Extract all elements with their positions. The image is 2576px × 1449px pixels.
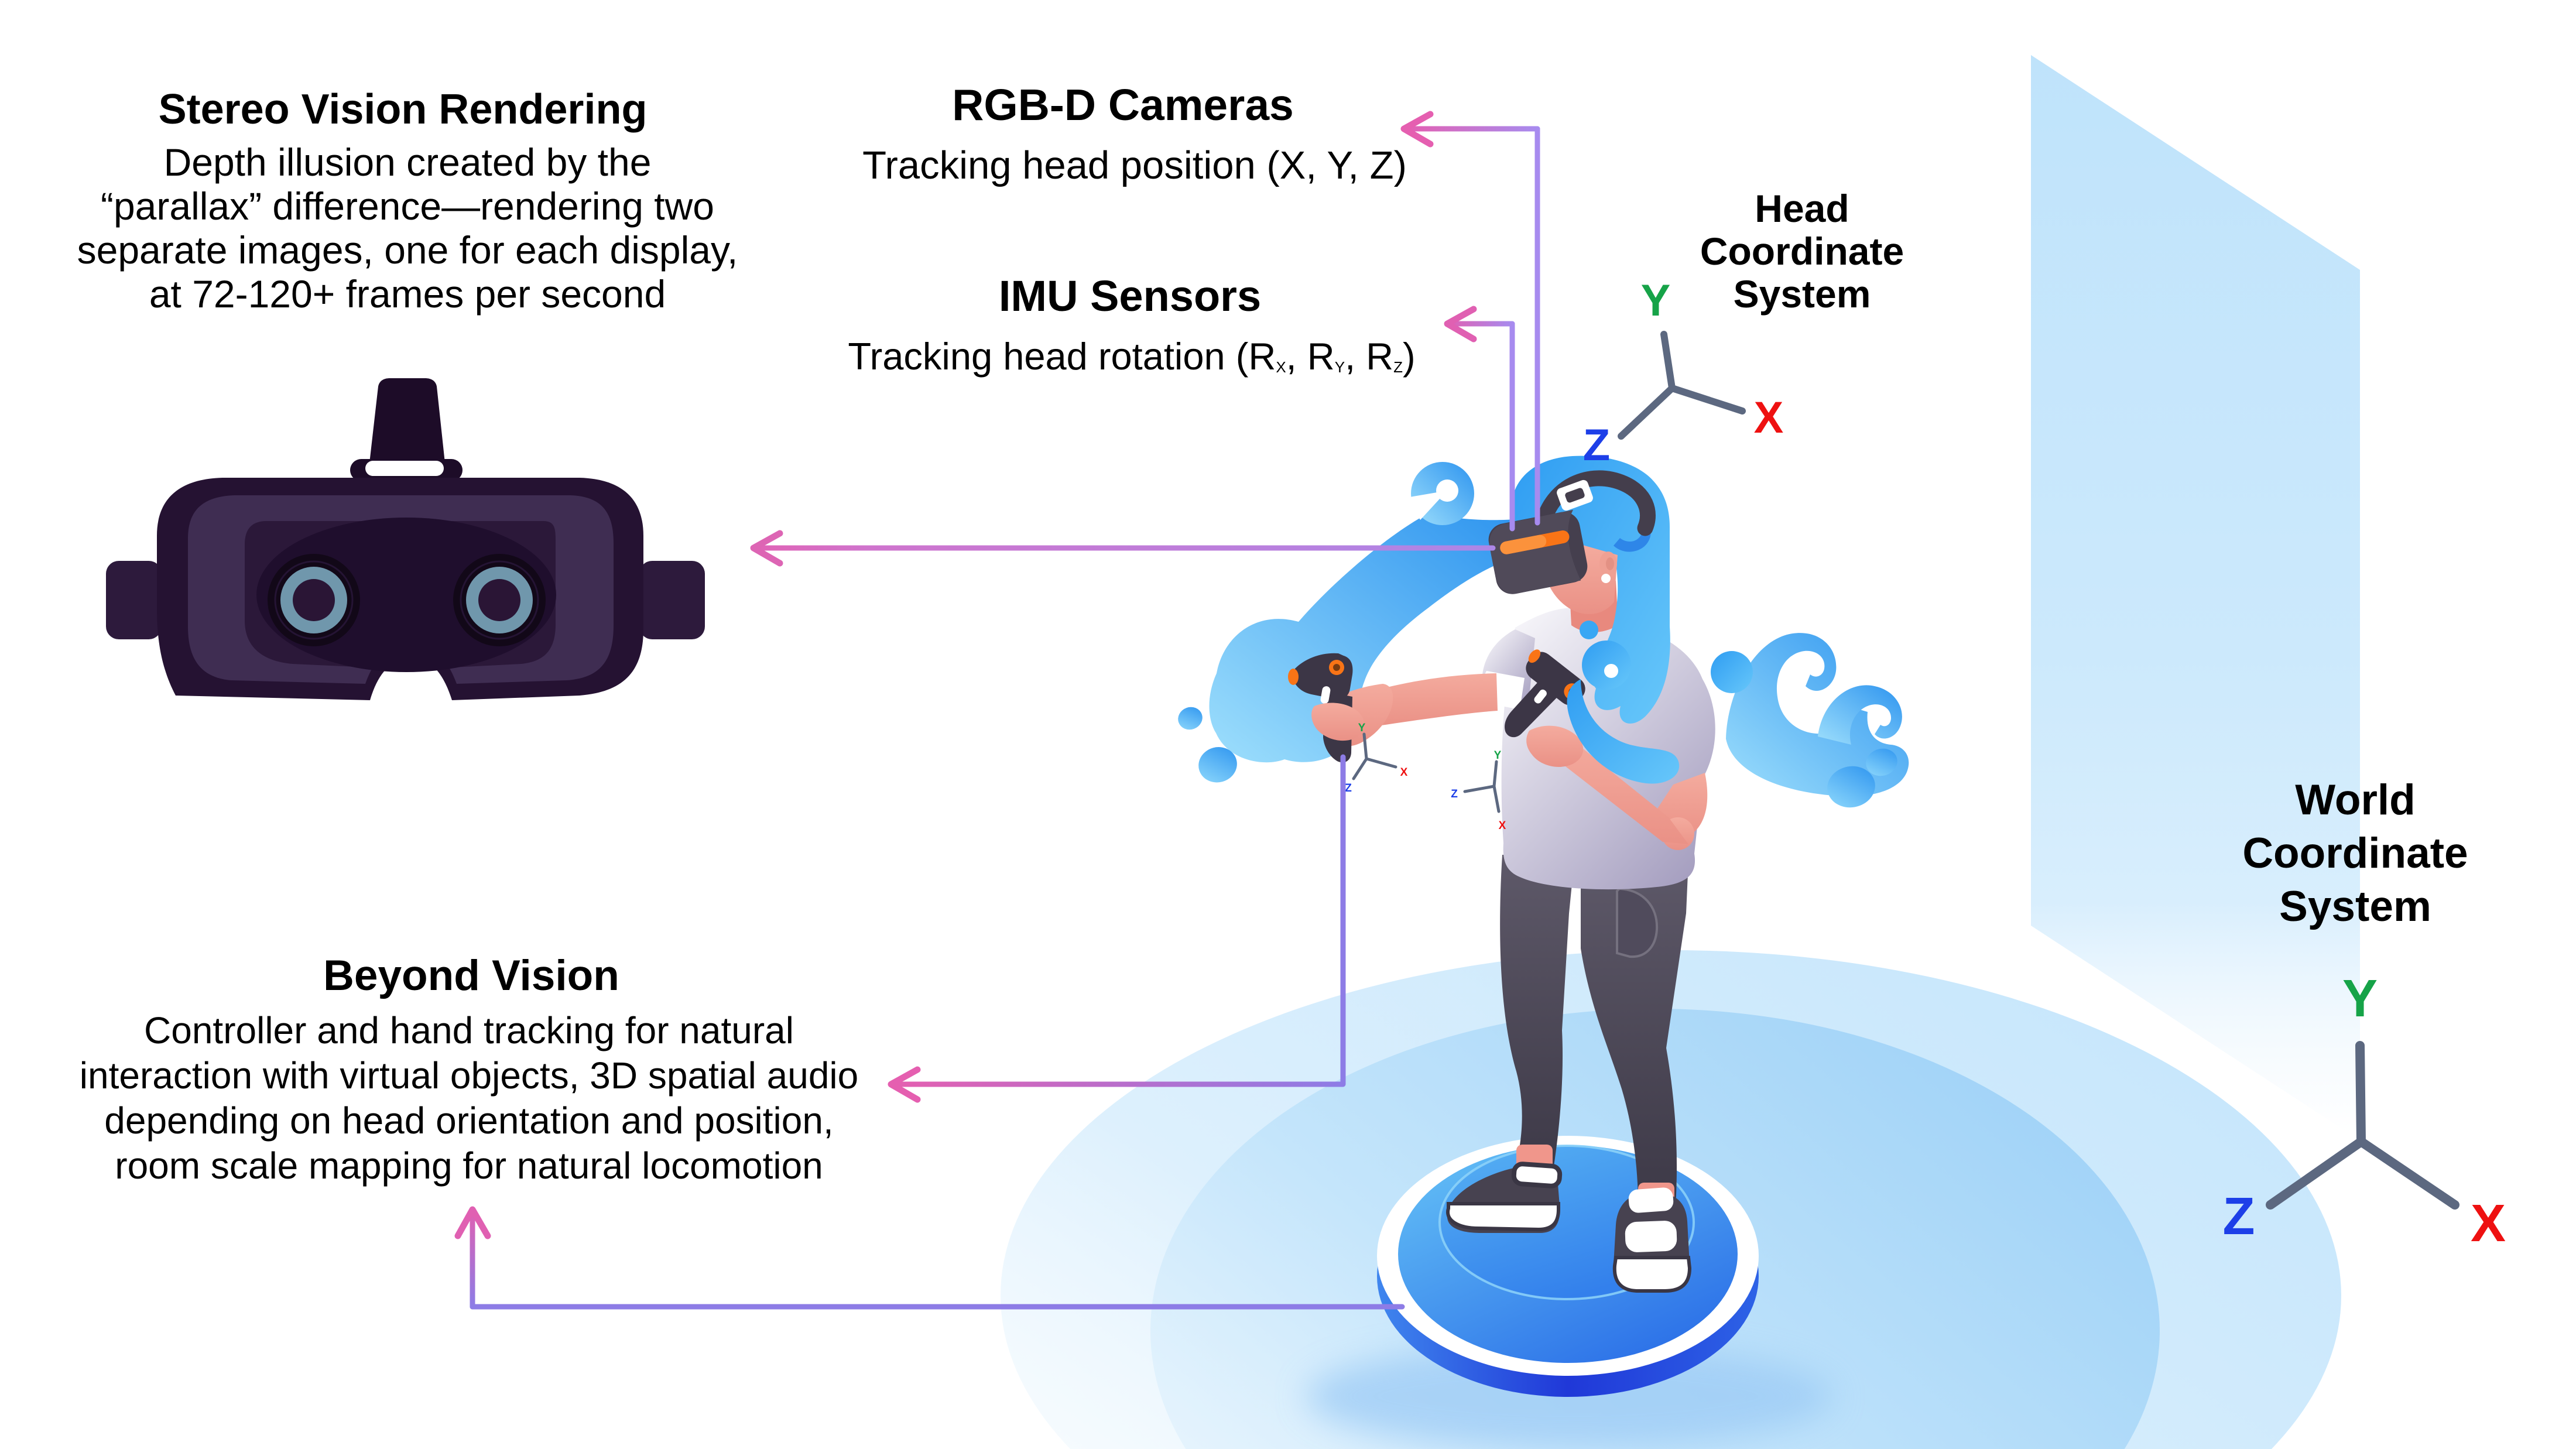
svg-text:Y: Y xyxy=(2342,970,2378,1028)
svg-text:X: X xyxy=(1754,393,1784,443)
svg-text:Z: Z xyxy=(1583,420,1610,470)
svg-text:X: X xyxy=(1400,766,1408,779)
svg-text:X: X xyxy=(2471,1194,2506,1253)
svg-text:Y: Y xyxy=(1641,276,1671,326)
svg-text:Z: Z xyxy=(1451,788,1458,800)
svg-text:Z: Z xyxy=(2223,1187,2255,1246)
svg-text:Y: Y xyxy=(1494,749,1502,762)
svg-text:Y: Y xyxy=(1358,722,1366,734)
svg-text:Z: Z xyxy=(1345,782,1352,794)
svg-text:X: X xyxy=(1499,820,1506,832)
